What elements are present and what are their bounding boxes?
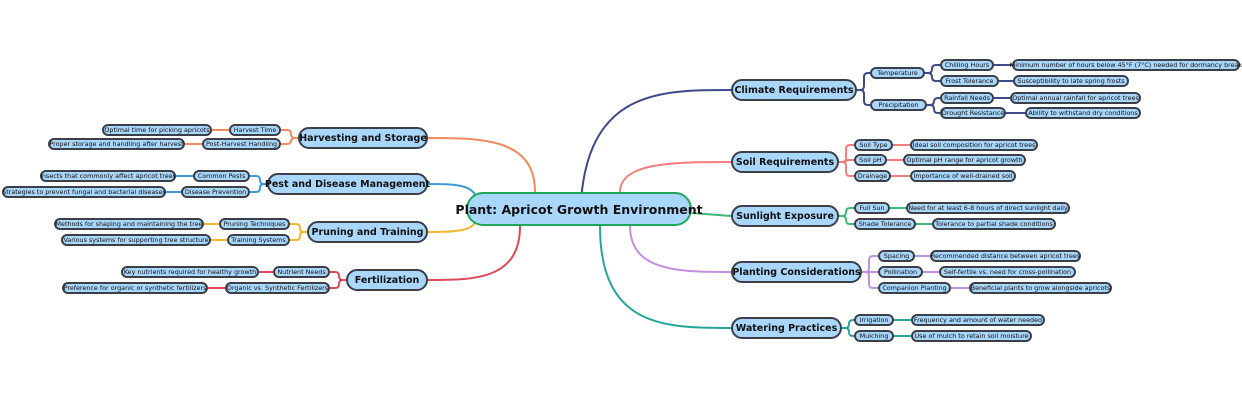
- node-connector: [857, 89, 870, 106]
- branch-soil-requirements[interactable]: Soil Requirements: [731, 151, 839, 173]
- node-shade-tolerance[interactable]: Shade Tolerance: [854, 218, 916, 230]
- leaf-drought-resistance-desc[interactable]: Ability to withstand dry conditions: [1025, 107, 1141, 119]
- node-pollination[interactable]: Pollination: [878, 266, 923, 278]
- leaf-companion-planting-desc[interactable]: Beneficial plants to grow alongside apri…: [969, 282, 1112, 294]
- branch-planting-considerations[interactable]: Planting Considerations: [731, 261, 862, 283]
- leaf-disease-prevention-desc[interactable]: Strategies to prevent fungal and bacteri…: [2, 186, 166, 198]
- node-drought-resistance[interactable]: Drought Resistance: [940, 107, 1006, 119]
- node-connector: [281, 129, 298, 139]
- leaf-spacing-desc[interactable]: Recommended distance between apricot tre…: [930, 250, 1081, 262]
- node-rainfall-needs[interactable]: Rainfall Needs: [940, 92, 994, 104]
- node-connector: [842, 319, 854, 329]
- leaf-nutrient-needs-desc[interactable]: Key nutrients required for healthy growt…: [121, 266, 259, 278]
- node-connector: [862, 271, 878, 289]
- leaf-irrigation-desc[interactable]: Frequency and amount of water needed: [911, 314, 1045, 326]
- node-common-pests[interactable]: Common Pests: [193, 170, 250, 182]
- branch-connector: [691, 212, 732, 217]
- node-connector: [925, 72, 940, 82]
- node-connector: [330, 271, 346, 281]
- leaf-harvest-time-desc[interactable]: Optimal time for picking apricots: [102, 124, 212, 136]
- node-connector: [281, 137, 298, 145]
- node-organic-vs-synthetic[interactable]: Organic vs. Synthetic Fertilizers: [225, 282, 330, 294]
- leaf-rainfall-needs-desc[interactable]: Optimal annual rainfall for apricot tree…: [1010, 92, 1141, 104]
- branch-watering-practices[interactable]: Watering Practices: [731, 317, 842, 339]
- node-connector: [862, 255, 878, 273]
- node-connector: [925, 64, 940, 74]
- node-frost-tolerance[interactable]: Frost Tolerance: [940, 75, 999, 87]
- node-spacing[interactable]: Spacing: [878, 250, 915, 262]
- node-connector: [330, 279, 346, 289]
- node-temperature[interactable]: Temperature: [870, 67, 925, 79]
- node-drainage[interactable]: Drainage: [854, 170, 891, 182]
- node-soil-type[interactable]: Soil Type: [854, 139, 893, 151]
- leaf-pollination-desc[interactable]: Self-fertile vs. need for cross-pollinat…: [939, 266, 1076, 278]
- branch-pruning-and-training[interactable]: Pruning and Training: [307, 221, 428, 243]
- branch-pest-and-disease-management[interactable]: Pest and Disease Management: [265, 173, 430, 195]
- node-connector: [927, 104, 940, 114]
- node-irrigation[interactable]: Irrigation: [854, 314, 894, 326]
- leaf-mulching-desc[interactable]: Use of mulch to retain soil moisture: [911, 330, 1032, 342]
- leaf-pruning-techniques-desc[interactable]: Methods for shaping and maintaining the …: [54, 218, 204, 230]
- node-pruning-techniques[interactable]: Pruning Techniques: [219, 218, 290, 230]
- root-node[interactable]: Plant: Apricot Growth Environment: [455, 192, 703, 226]
- node-companion-planting[interactable]: Companion Planting: [878, 282, 951, 294]
- leaf-post-harvest-handling-desc[interactable]: Proper storage and handling after harves…: [48, 138, 185, 150]
- node-connector: [839, 207, 854, 217]
- leaf-common-pests-desc[interactable]: Insects that commonly affect apricot tre…: [40, 170, 176, 182]
- leaf-soil-ph-desc[interactable]: Optimal pH range for apricot growth: [903, 154, 1026, 166]
- leaf-chilling-hours-desc[interactable]: Minimum number of hours below 45°F (7°C)…: [1009, 59, 1242, 71]
- node-connector: [857, 72, 870, 91]
- node-training-systems[interactable]: Training Systems: [227, 234, 290, 246]
- branch-connector: [427, 225, 521, 281]
- node-chilling-hours[interactable]: Chilling Hours: [940, 59, 994, 71]
- branch-connector: [619, 161, 732, 193]
- leaf-full-sun-desc[interactable]: Need for at least 6-8 hours of direct su…: [906, 202, 1070, 214]
- leaf-frost-tolerance-desc[interactable]: Susceptibility to late spring frosts: [1013, 75, 1129, 87]
- branch-connector: [427, 137, 536, 193]
- node-connector: [290, 223, 307, 233]
- leaf-shade-tolerance-desc[interactable]: Tolerance to partial shade conditions: [932, 218, 1056, 230]
- node-disease-prevention[interactable]: Disease Prevention: [181, 186, 250, 198]
- node-nutrient-needs[interactable]: Nutrient Needs: [273, 266, 330, 278]
- leaf-training-systems-desc[interactable]: Various systems for supporting tree stru…: [61, 234, 211, 246]
- node-soil-ph[interactable]: Soil pH: [854, 154, 887, 166]
- node-connector: [290, 231, 307, 241]
- node-connector: [839, 215, 854, 225]
- node-post-harvest-handling[interactable]: Post-Harvest Handling: [202, 138, 281, 150]
- leaf-organic-vs-synthetic-desc[interactable]: Preference for organic or synthetic fert…: [62, 282, 208, 294]
- node-precipitation[interactable]: Precipitation: [870, 99, 927, 111]
- node-connector: [839, 161, 854, 177]
- node-connector: [927, 97, 940, 106]
- branch-connector: [427, 217, 477, 233]
- branch-connector: [599, 225, 732, 329]
- leaf-drainage-desc[interactable]: Importance of well-drained soil: [910, 170, 1016, 182]
- node-harvest-time[interactable]: Harvest Time: [229, 124, 281, 136]
- node-full-sun[interactable]: Full Sun: [854, 202, 890, 214]
- leaf-soil-type-desc[interactable]: Ideal soil composition for apricot trees: [910, 139, 1038, 151]
- node-connector: [842, 327, 854, 337]
- branch-climate-requirements[interactable]: Climate Requirements: [731, 79, 857, 101]
- node-connector: [250, 183, 267, 193]
- branch-connector: [629, 225, 732, 273]
- branch-connector: [579, 89, 732, 226]
- branch-fertilization[interactable]: Fertilization: [346, 269, 428, 291]
- branch-harvesting-and-storage[interactable]: Harvesting and Storage: [298, 127, 428, 149]
- branch-sunlight-exposure[interactable]: Sunlight Exposure: [731, 205, 839, 227]
- node-mulching[interactable]: Mulching: [854, 330, 894, 342]
